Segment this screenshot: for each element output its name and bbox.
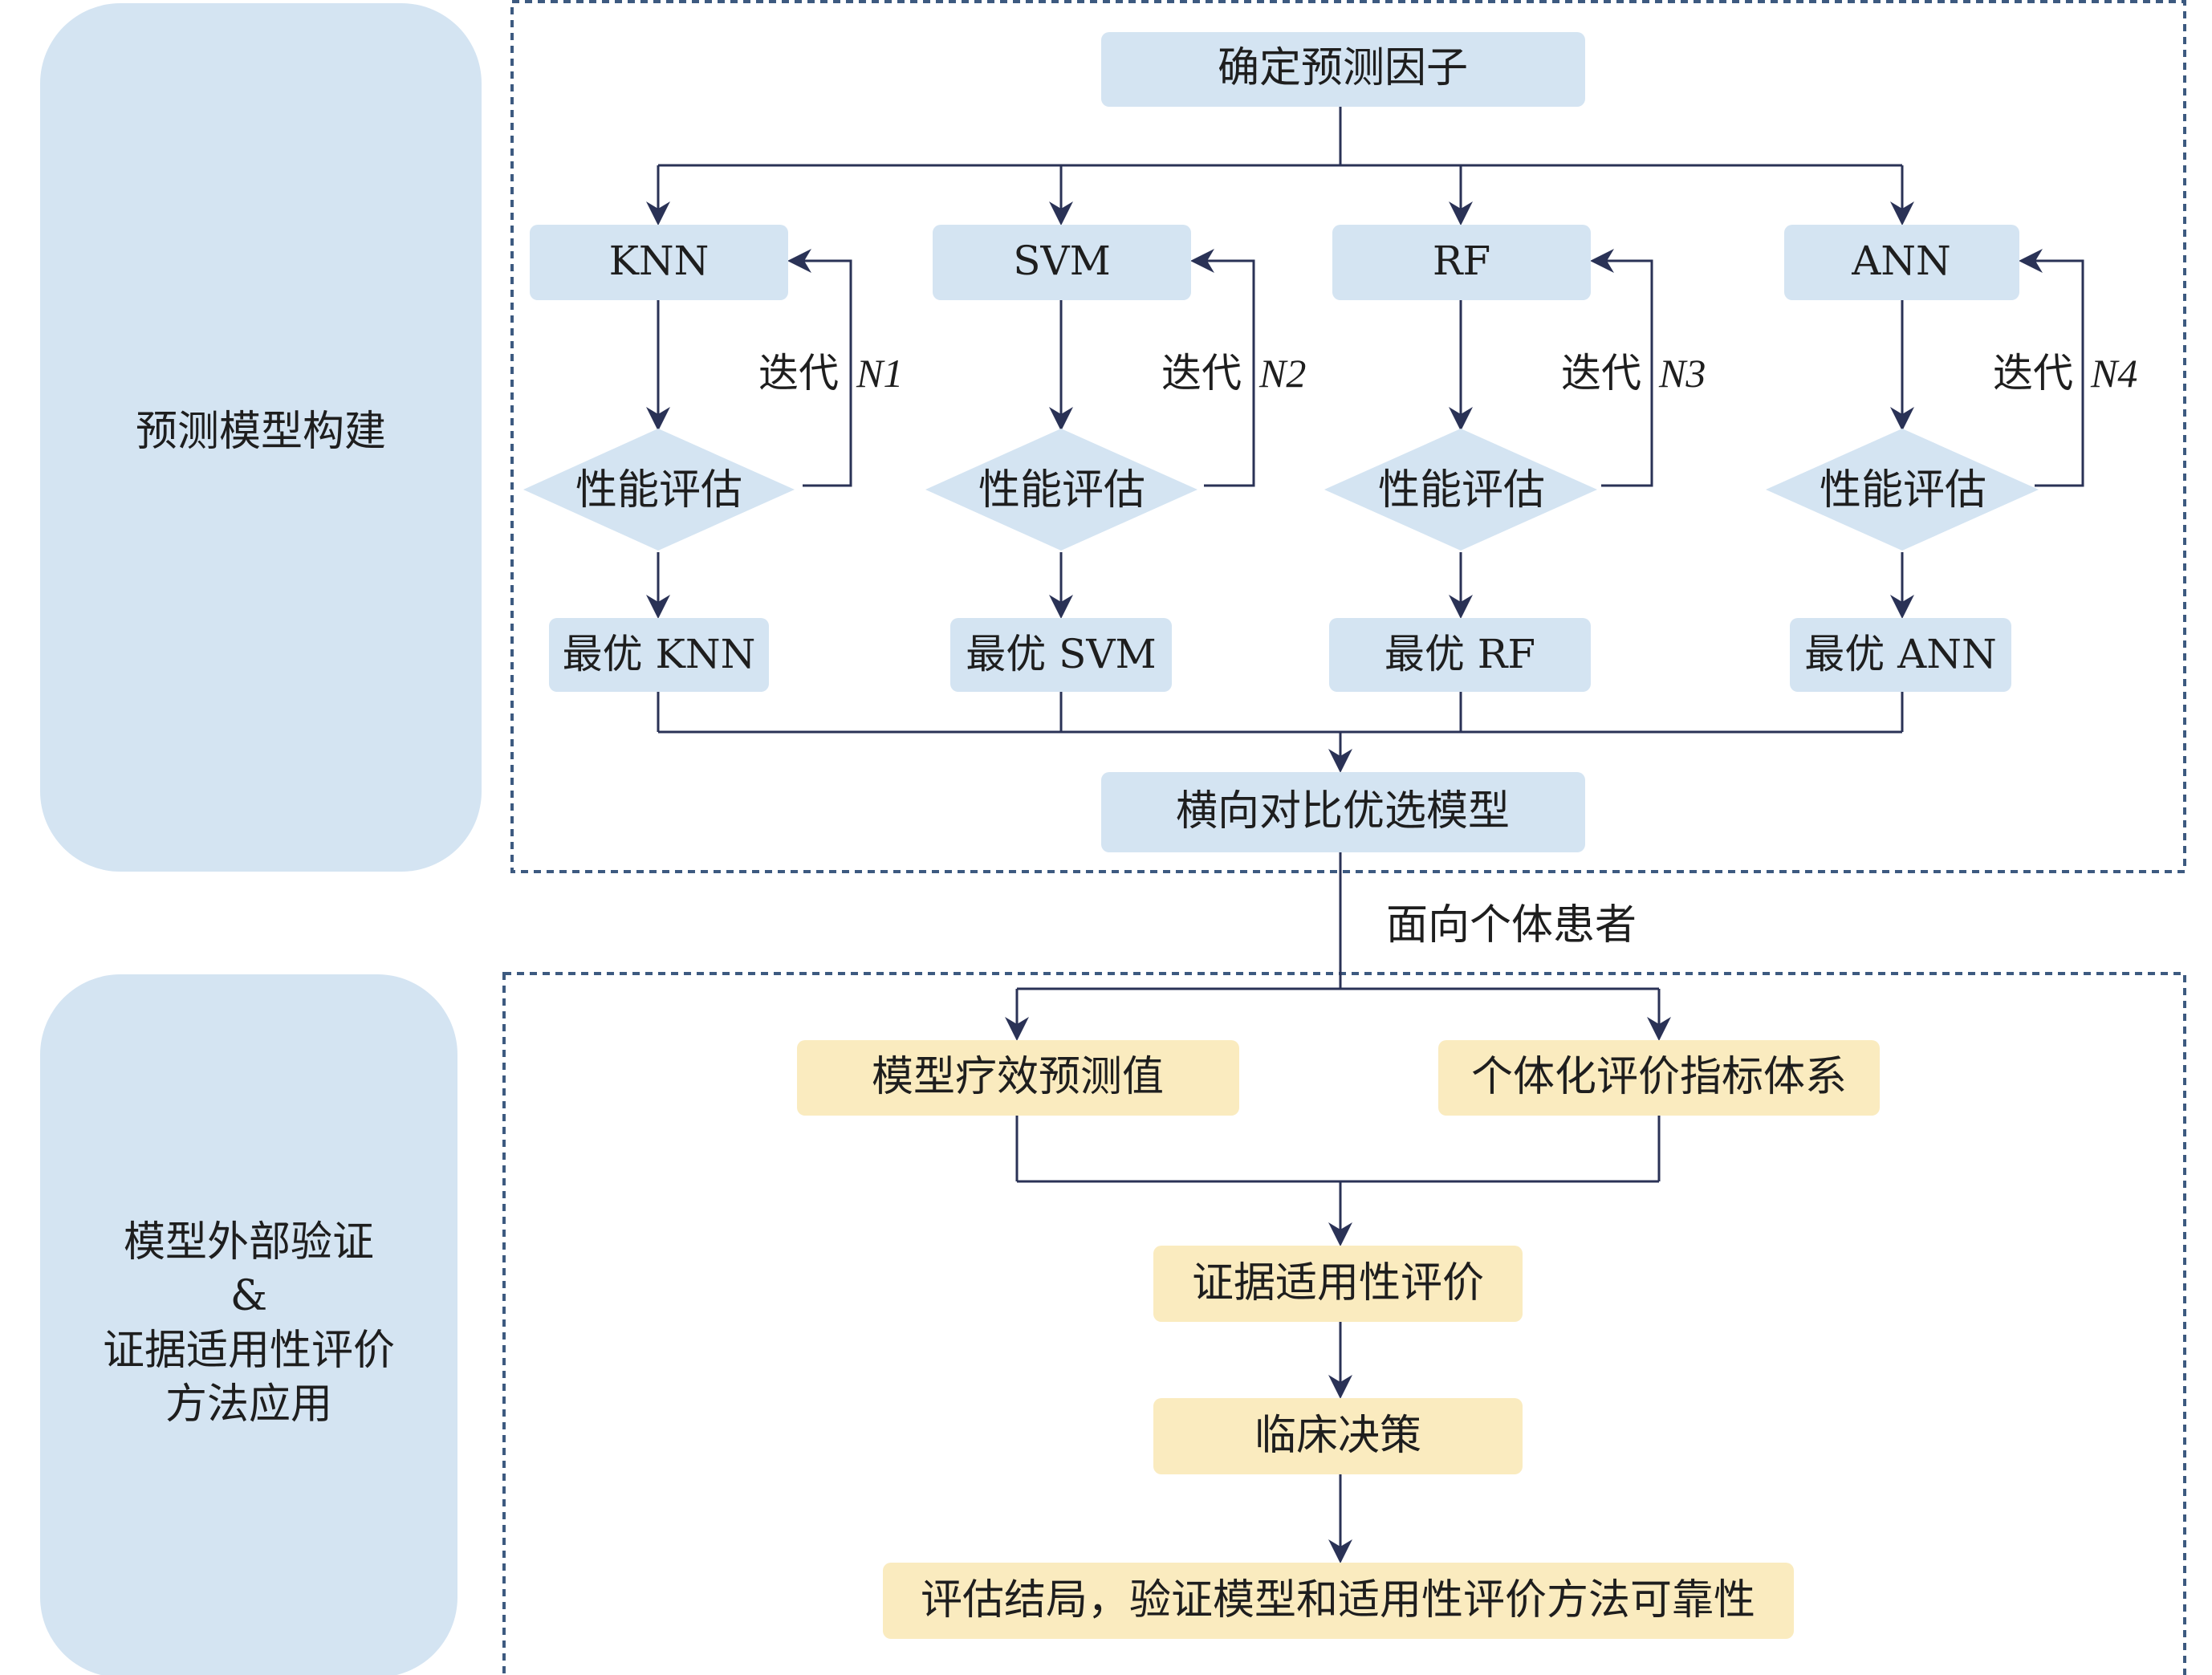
connector-lines: [646, 107, 2084, 1563]
top-section-label: 预测模型构建: [136, 408, 386, 456]
svg-text:SVM: SVM: [1013, 238, 1111, 284]
svg-text:迭代: 迭代: [1561, 350, 1641, 396]
svg-text:性能评估: 性能评估: [1820, 466, 1986, 514]
svg-text:迭代: 迭代: [1161, 350, 1242, 396]
svg-text:迭代: 迭代: [758, 350, 839, 396]
svg-text:最优 KNN: 最优 KNN: [563, 631, 756, 677]
svg-text:横向对比优选模型: 横向对比优选模型: [1176, 787, 1510, 835]
svg-text:临床决策: 临床决策: [1254, 1412, 1421, 1460]
best-box-knn: 最优 KNN: [549, 618, 769, 692]
bottom-section-label: 模型外部验证 & 证据适用性评价 方法应用: [103, 1218, 395, 1429]
clinical-decision-box: 临床决策: [1153, 1398, 1523, 1474]
eval-diamond-rf: 性能评估: [1324, 429, 1597, 551]
outcome-box: 评估结局，验证模型和适用性评价方法可靠性: [883, 1563, 1794, 1639]
svg-text:KNN: KNN: [609, 238, 710, 284]
eval-diamond-knn: 性能评估: [523, 429, 795, 551]
eval-diamond-ann: 性能评估: [1766, 429, 2039, 551]
prediction-value-box: 模型疗效预测值: [797, 1040, 1239, 1116]
svg-text:模型疗效预测值: 模型疗效预测值: [872, 1053, 1164, 1101]
best-box-svm: 最优 SVM: [950, 618, 1172, 692]
top-dashed-container: [510, 0, 2186, 873]
svg-text:评估结局，验证模型和适用性评价方法可靠性: 评估结局，验证模型和适用性评价方法可靠性: [921, 1576, 1755, 1624]
model-box-rf: RF: [1332, 225, 1591, 300]
bottom-label-line-4: 方法应用: [165, 1380, 332, 1429]
svg-text:最优 SVM: 最优 SVM: [966, 631, 1156, 677]
svg-text:N4: N4: [2090, 351, 2137, 396]
svg-text:性能评估: 性能评估: [575, 466, 742, 514]
top-section-panel: [40, 3, 482, 872]
bottom-dashed-container: [502, 972, 2186, 1675]
svg-text:ANN: ANN: [1851, 238, 1951, 284]
bottom-section-panel: [40, 974, 457, 1675]
bottom-label-line-1: 模型外部验证: [124, 1218, 374, 1266]
svg-text:确定预测因子: 确定预测因子: [1218, 44, 1468, 92]
iteration-label-1: 迭代 N1: [758, 350, 903, 396]
model-box-svm: SVM: [933, 225, 1191, 300]
svg-text:迭代: 迭代: [1993, 350, 2073, 396]
best-box-rf: 最优 RF: [1329, 618, 1591, 692]
evidence-evaluation-box: 证据适用性评价: [1153, 1246, 1523, 1322]
iteration-label-4: 迭代 N4: [1993, 350, 2137, 396]
svg-text:最优 ANN: 最优 ANN: [1804, 631, 1997, 677]
predictor-box: 确定预测因子: [1101, 32, 1585, 107]
model-box-ann: ANN: [1784, 225, 2019, 300]
eval-diamond-svm: 性能评估: [925, 429, 1197, 551]
svg-text:N3: N3: [1658, 351, 1706, 396]
best-box-ann: 最优 ANN: [1790, 618, 2011, 692]
svg-text:RF: RF: [1433, 238, 1490, 284]
svg-text:N1: N1: [856, 351, 903, 396]
connector-label: 面向个体患者: [1386, 901, 1637, 949]
svg-text:最优 RF: 最优 RF: [1385, 631, 1535, 677]
svg-text:性能评估: 性能评估: [1378, 466, 1545, 514]
iteration-label-2: 迭代 N2: [1161, 350, 1306, 396]
svg-text:证据适用性评价: 证据适用性评价: [1192, 1259, 1484, 1307]
bottom-label-line-3: 证据适用性评价: [103, 1327, 395, 1375]
iteration-label-3: 迭代 N3: [1561, 350, 1706, 396]
compare-box: 横向对比优选模型: [1101, 772, 1585, 852]
model-box-knn: KNN: [530, 225, 788, 300]
svg-text:个体化评价指标体系: 个体化评价指标体系: [1471, 1053, 1847, 1101]
svg-text:性能评估: 性能评估: [978, 466, 1145, 514]
svg-text:N2: N2: [1258, 351, 1306, 396]
bottom-label-line-2: &: [230, 1272, 267, 1320]
indicator-system-box: 个体化评价指标体系: [1438, 1040, 1880, 1116]
